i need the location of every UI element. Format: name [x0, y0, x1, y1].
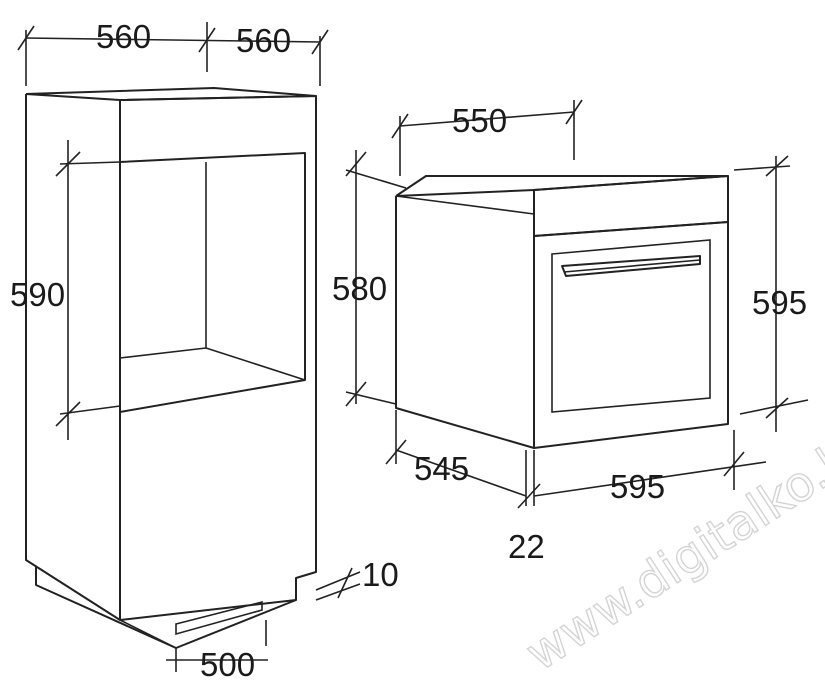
oven-front-protrusion-label: 22	[508, 528, 545, 565]
oven-drawing	[395, 175, 729, 449]
cabinet-width-label: 560	[236, 22, 291, 59]
oven-total-height-label: 595	[752, 284, 807, 321]
oven-dimensions	[345, 99, 809, 509]
oven-side-depth-label: 545	[414, 450, 469, 487]
oven-front-width-label: 595	[610, 468, 665, 505]
oven-depth-label: 550	[452, 102, 507, 139]
cabinet-depth-label: 560	[96, 18, 151, 55]
cabinet-niche-height-label: 590	[10, 276, 65, 313]
cabinet-dimensions	[17, 22, 361, 672]
cabinet-plinth-gap-label: 10	[362, 556, 399, 593]
oven-body-height-label: 580	[332, 270, 387, 307]
cabinet-vent-width-label: 500	[200, 646, 255, 683]
cabinet-drawing	[25, 87, 317, 649]
watermark-text: www.digitalko.hu	[516, 413, 825, 682]
